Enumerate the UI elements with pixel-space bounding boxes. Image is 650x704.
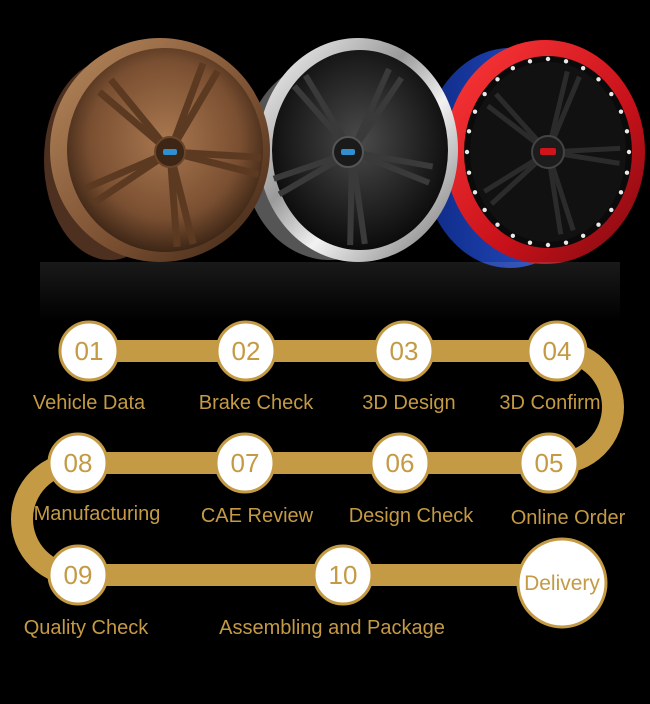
step-circle xyxy=(526,320,588,382)
rim-bolt xyxy=(527,240,533,245)
step-label: 3D Confirm xyxy=(499,392,600,414)
process-step: 03 3D Design xyxy=(362,320,456,414)
step-number: 03 xyxy=(390,336,419,366)
rim-bolt xyxy=(472,190,478,195)
rim-bolt xyxy=(466,170,472,175)
step-number: 04 xyxy=(543,336,572,366)
step-label: Vehicle Data xyxy=(33,392,146,414)
step-number: 08 xyxy=(64,448,93,478)
rim-bolt xyxy=(472,109,478,114)
step-number: 07 xyxy=(231,448,260,478)
rim-bolt xyxy=(464,149,470,155)
step-number: 05 xyxy=(535,448,564,478)
step-delivery: Delivery xyxy=(516,537,608,629)
rim-bolt xyxy=(624,170,630,175)
rim-bolt xyxy=(618,190,624,195)
wheel-spoke xyxy=(349,76,404,154)
step-label: Assembling and Package xyxy=(219,617,445,639)
black-wheel xyxy=(244,38,458,262)
rim-bolt xyxy=(580,66,586,71)
rim-bolt xyxy=(596,222,601,227)
step-circle xyxy=(47,432,109,494)
rim-bolt xyxy=(482,207,487,213)
rim-bolt xyxy=(596,77,601,82)
rim-bolt xyxy=(466,129,472,134)
rim-bolt xyxy=(495,77,500,82)
step-circle xyxy=(518,432,580,494)
step-label: CAE Review xyxy=(201,505,314,527)
step-label: Quality Check xyxy=(24,617,149,639)
step-number: 01 xyxy=(75,336,104,366)
delivery-circle xyxy=(516,537,608,629)
step-circle xyxy=(214,432,276,494)
step-number: 10 xyxy=(329,560,358,590)
step-label: Design Check xyxy=(349,505,475,527)
step-circle xyxy=(58,320,120,382)
bronze-wheel xyxy=(44,38,270,262)
process-step: 04 3D Confirm xyxy=(499,320,601,414)
step-label: 3D Design xyxy=(362,392,455,414)
step-circle xyxy=(47,544,109,606)
center-cap-logo xyxy=(341,149,355,155)
rim-bolt xyxy=(563,59,569,64)
wheel-spoke xyxy=(350,149,431,186)
rim-bolt xyxy=(563,240,569,245)
rim-bolt xyxy=(545,56,551,62)
step-circle xyxy=(369,432,431,494)
step-label: Online Order xyxy=(511,507,626,529)
step-label: Manufacturing xyxy=(34,503,161,525)
floor-reflection xyxy=(40,262,620,322)
rim-bolt xyxy=(510,66,516,71)
step-number: 09 xyxy=(64,560,93,590)
delivery-label: Delivery xyxy=(524,572,600,595)
rim-bolt xyxy=(495,222,500,227)
rim-bolt xyxy=(527,59,533,64)
rim-bolt xyxy=(580,233,586,238)
red-blue-wheel xyxy=(422,40,645,268)
rim-bolt xyxy=(482,91,487,97)
step-number: 06 xyxy=(386,448,415,478)
step-circle xyxy=(215,320,277,382)
step-circle xyxy=(373,320,435,382)
rim-bolt xyxy=(609,207,614,213)
rim-bolt xyxy=(624,129,630,134)
rim-bolt xyxy=(510,233,516,238)
step-label: Brake Check xyxy=(199,392,314,414)
rim-bolt xyxy=(545,242,551,248)
step-number: 02 xyxy=(232,336,261,366)
step-circle xyxy=(312,544,374,606)
rim-bolt xyxy=(626,149,632,155)
center-cap-logo xyxy=(163,149,177,155)
rim-bolt xyxy=(618,109,624,114)
process-path xyxy=(11,340,624,586)
center-cap-logo xyxy=(540,148,556,155)
rim-bolt xyxy=(609,91,614,97)
